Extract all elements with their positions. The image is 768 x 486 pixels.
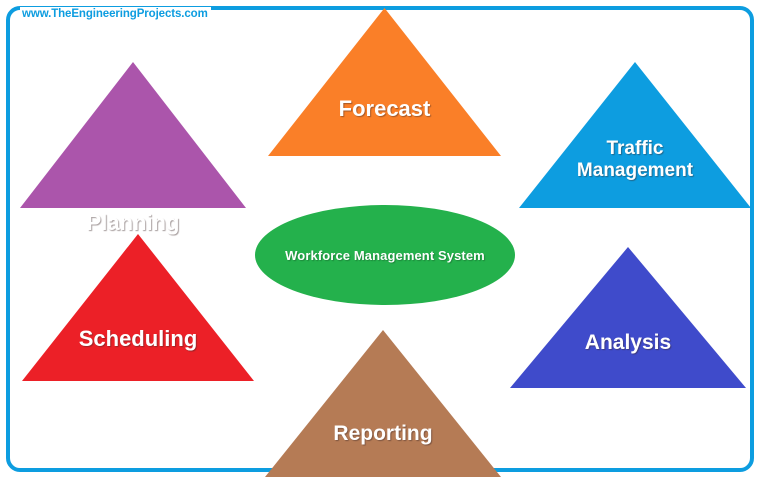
center-ellipse-shape bbox=[255, 205, 515, 305]
analysis-triangle-shape bbox=[510, 247, 746, 388]
watermark-text: www.TheEngineeringProjects.com bbox=[20, 7, 211, 21]
center-node-label: Workforce Management System bbox=[285, 247, 485, 263]
diagram-node-planning: Planning bbox=[20, 62, 246, 235]
center-node: Workforce Management System bbox=[255, 205, 515, 305]
diagram-node-reporting: Reporting bbox=[265, 330, 501, 477]
traffic-management-triangle-shape bbox=[519, 62, 751, 208]
diagram-node-scheduling: Scheduling bbox=[22, 234, 254, 381]
diagram-node-analysis: Analysis bbox=[510, 247, 746, 388]
planning-triangle-shape bbox=[20, 62, 246, 208]
diagram-node-forecast: Forecast bbox=[268, 8, 501, 156]
diagram-node-traffic-management: Traffic Management bbox=[519, 62, 751, 208]
scheduling-triangle-shape bbox=[22, 234, 254, 381]
forecast-triangle-shape bbox=[268, 8, 501, 156]
reporting-triangle-shape bbox=[265, 330, 501, 477]
planning-label: Planning bbox=[86, 210, 180, 235]
